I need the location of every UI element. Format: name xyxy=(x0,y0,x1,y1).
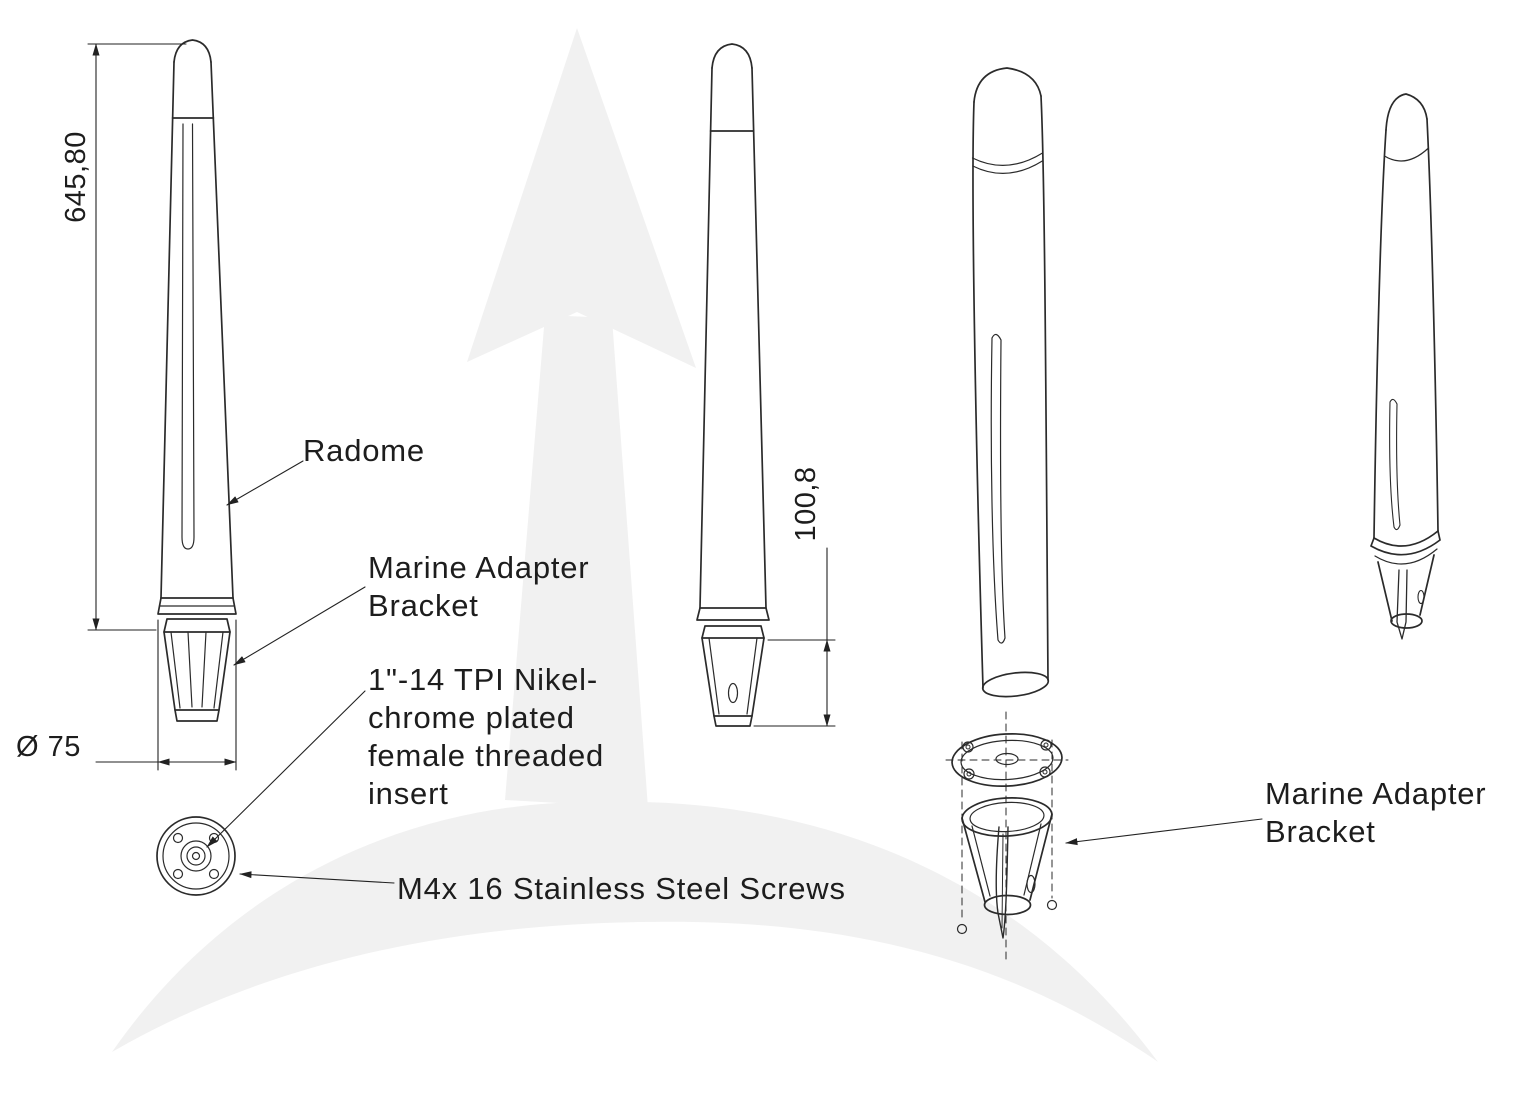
callout-insert-line2: chrome plated xyxy=(368,700,575,735)
callout-marine-adapter-bracket-right: Marine Adapter Bracket xyxy=(1265,775,1486,851)
antenna-side-view xyxy=(696,43,770,727)
dimension-height-text: 645,80 xyxy=(60,131,92,223)
antenna-exploded-view xyxy=(951,67,1063,939)
callout-insert-line3: female threaded xyxy=(368,738,605,773)
leader-screws xyxy=(239,871,395,884)
callout-insert-line4: insert xyxy=(368,776,449,811)
dimension-bracket-height xyxy=(753,547,836,727)
leader-bracket-left xyxy=(233,586,366,666)
leader-threaded-insert xyxy=(206,690,366,848)
exploded-centerlines xyxy=(945,711,1069,963)
callout-threaded-insert: 1"-14 TPI Nikel- chrome plated female th… xyxy=(368,661,604,813)
callout-screws: M4x 16 Stainless Steel Screws xyxy=(397,871,846,906)
watermark-anchor-icon xyxy=(112,28,1158,1062)
callout-bracket-left-line1: Marine Adapter xyxy=(368,550,590,585)
leader-bracket-right xyxy=(1065,818,1263,846)
dimension-bracket-height-text: 100,8 xyxy=(790,466,822,542)
dimension-overall-height xyxy=(87,43,187,631)
dimension-diameter-text: Ø 75 xyxy=(16,731,81,763)
leader-radome xyxy=(226,460,304,506)
callout-radome: Radome xyxy=(303,433,425,468)
leader-lines xyxy=(206,460,1263,884)
dimension-base-diameter xyxy=(95,619,237,771)
bottom-view xyxy=(156,816,236,896)
antenna-iso-view xyxy=(1370,93,1441,640)
callout-marine-adapter-bracket-left: Marine Adapter Bracket xyxy=(368,549,589,625)
antenna-front-view xyxy=(157,39,237,722)
callout-bracket-right-line2: Bracket xyxy=(1265,814,1376,849)
callout-bracket-right-line1: Marine Adapter xyxy=(1265,776,1487,811)
callout-bracket-left-line2: Bracket xyxy=(368,588,479,623)
callout-insert-line1: 1"-14 TPI Nikel- xyxy=(368,662,598,697)
